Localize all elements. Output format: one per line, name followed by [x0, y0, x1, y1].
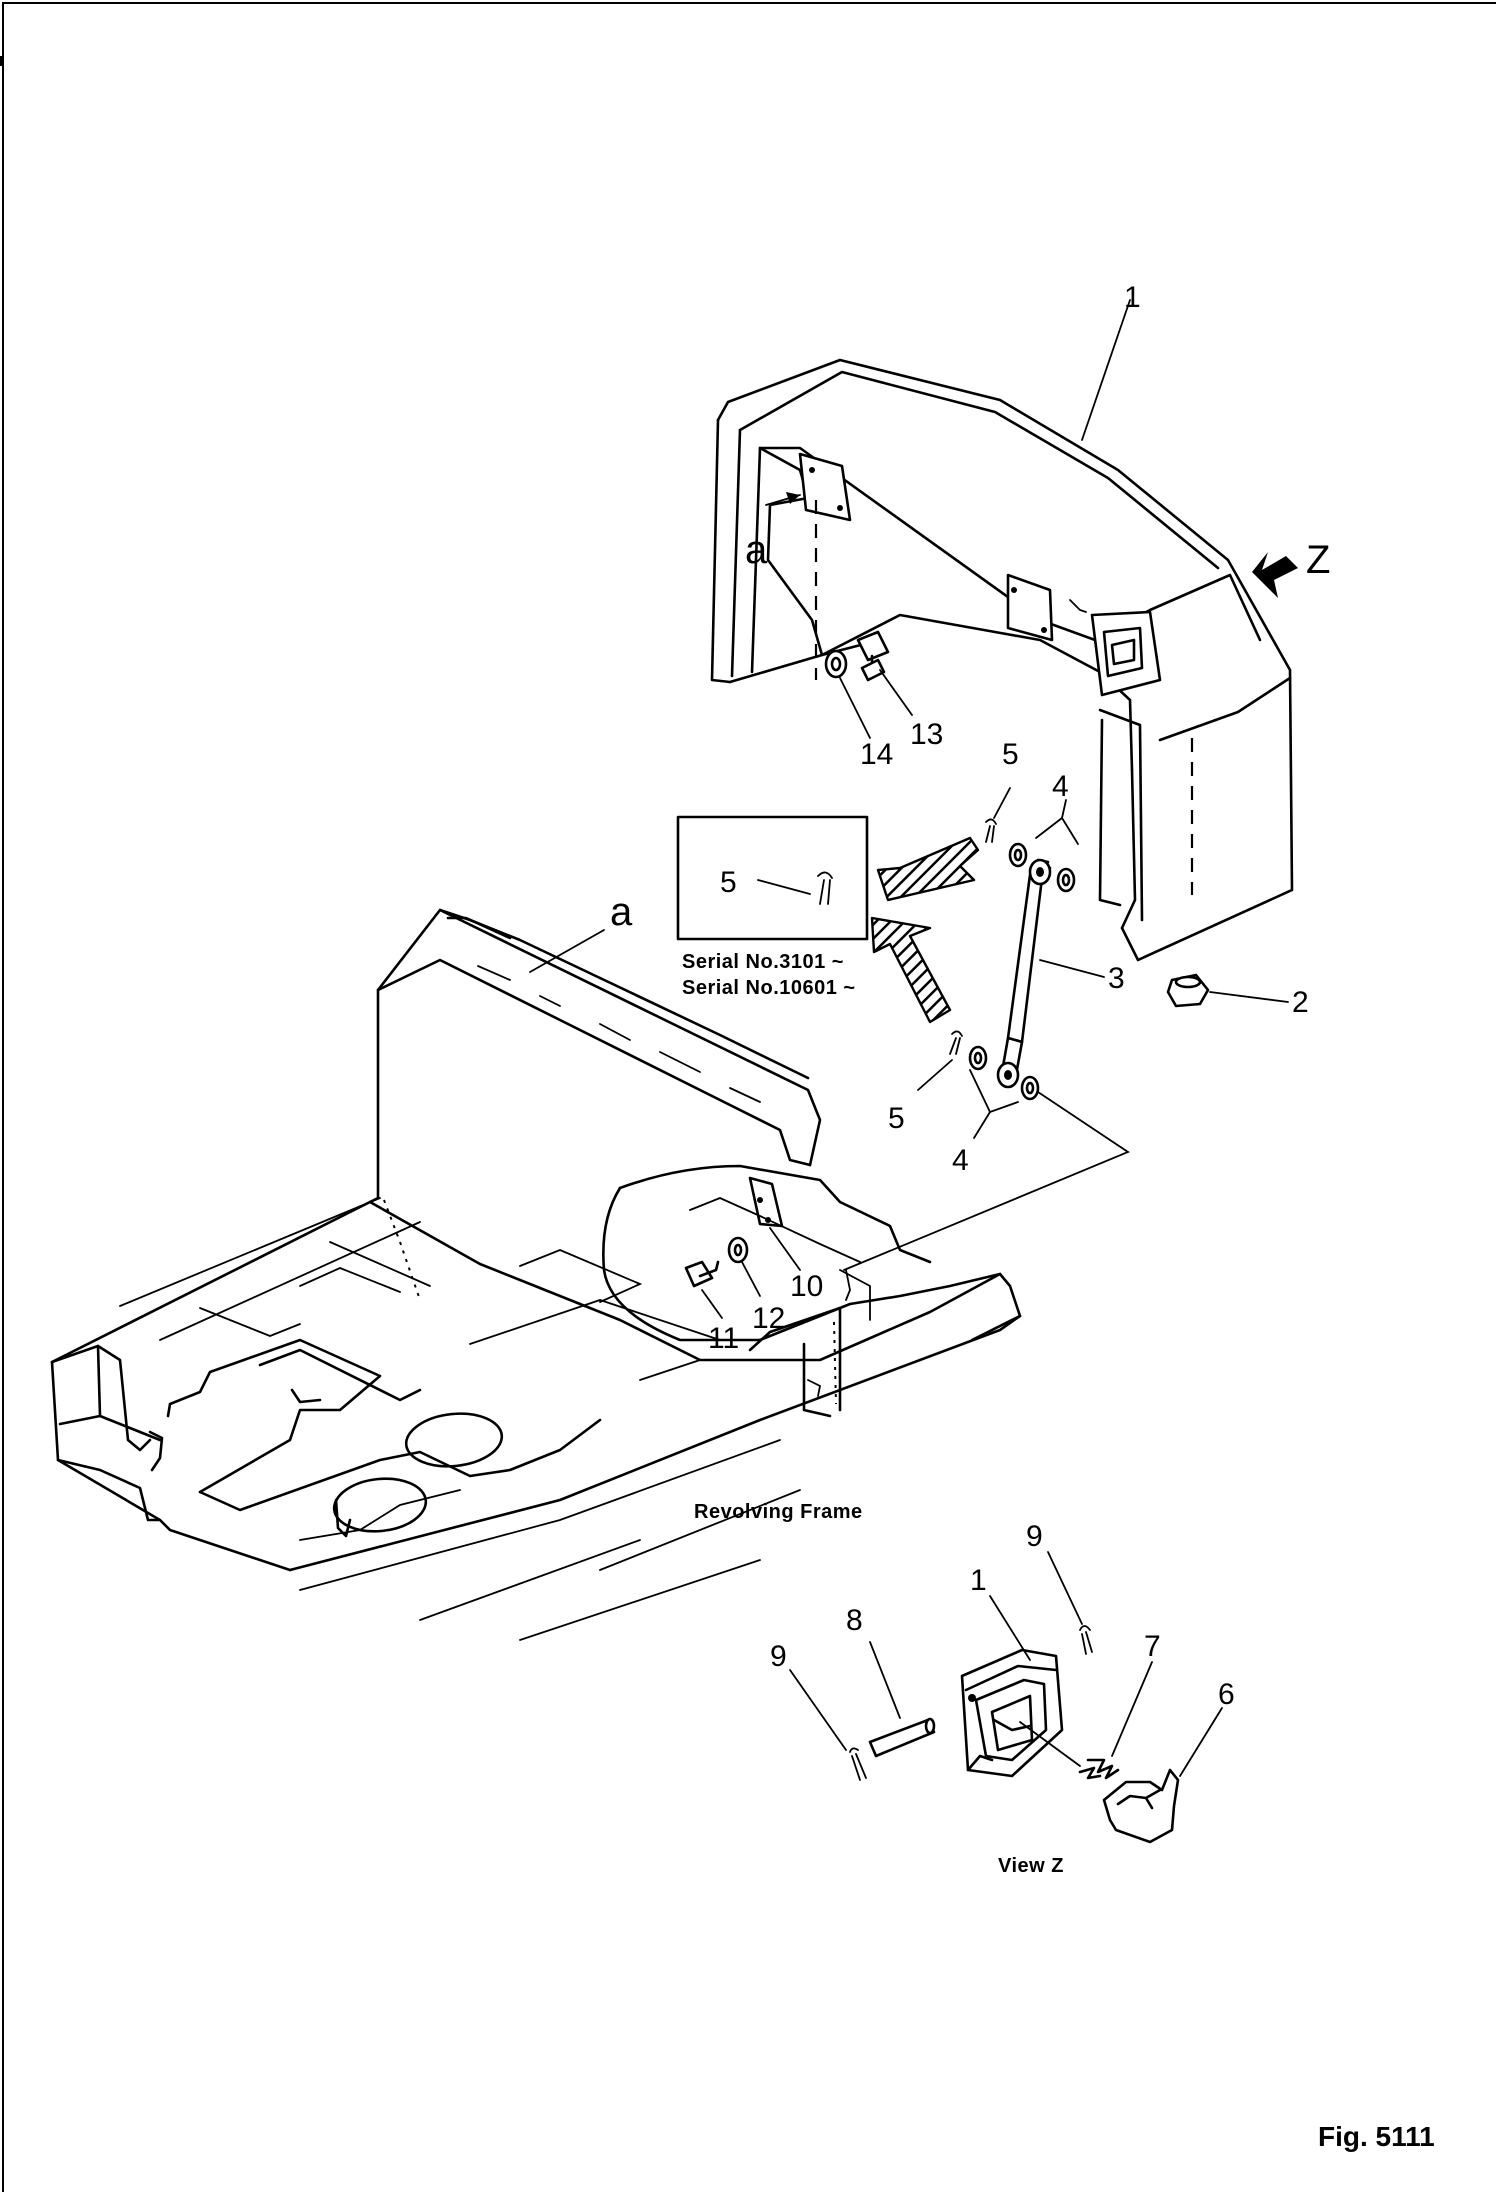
leader-10	[769, 1227, 801, 1271]
serial-box-callout-5: 5	[720, 866, 737, 899]
serial-detail-box	[676, 815, 869, 941]
callout-4-lower: 4	[952, 1144, 969, 1177]
leader-11	[701, 1289, 723, 1319]
gas-spring-3	[996, 858, 1052, 1089]
leader-9-left	[789, 1669, 847, 1751]
figure-number: Fig. 5111	[1318, 2121, 1435, 2152]
detail-letter-a-hood: a	[745, 528, 768, 572]
callout-9-right: 9	[1026, 1520, 1043, 1553]
leader-9-right	[1047, 1551, 1083, 1625]
callout-1: 1	[1124, 281, 1141, 314]
callout-14: 14	[860, 738, 893, 771]
callout-10: 10	[790, 1270, 823, 1303]
leader-7	[1111, 1661, 1153, 1757]
callout-12: 12	[752, 1302, 785, 1335]
leader-1	[1081, 299, 1131, 441]
pin-5-upper	[985, 818, 997, 843]
leader-4-lower-stem	[973, 1111, 991, 1139]
leader-14	[839, 677, 871, 739]
leader-4-upper	[1035, 816, 1079, 845]
callout-4-upper: 4	[1052, 770, 1069, 803]
revolving-frame	[50, 908, 1022, 1641]
callout-5-upper: 5	[1002, 738, 1019, 771]
leader-13	[879, 669, 913, 716]
leader-2	[1209, 991, 1289, 1003]
revolving-frame-label: Revolving Frame	[694, 1501, 863, 1523]
callout-5-lower: 5	[888, 1102, 905, 1135]
leader-5-upper	[993, 787, 1011, 819]
edge-mark	[0, 56, 4, 66]
bolt-11	[684, 1260, 720, 1288]
callout-13: 13	[910, 718, 943, 751]
cushion-2	[1166, 973, 1210, 1008]
hood-cover	[710, 358, 1294, 962]
view-z-arrow	[1252, 552, 1298, 598]
leader-a-frame	[529, 929, 605, 973]
leader-8	[869, 1641, 901, 1719]
leader-12	[741, 1261, 761, 1297]
callout-1-viewz: 1	[970, 1564, 987, 1597]
callout-7: 7	[1144, 1630, 1161, 1663]
view-z-detail	[849, 1625, 1180, 1844]
pin-5-lower	[949, 1030, 963, 1055]
hatched-arrow-lower	[870, 916, 952, 1024]
callout-2: 2	[1292, 986, 1309, 1019]
washer-12	[727, 1236, 749, 1264]
callout-6: 6	[1218, 1678, 1235, 1711]
detail-a-arrow-hood	[765, 492, 801, 506]
view-z-caption: View Z	[998, 1855, 1064, 1877]
detail-letter-a-frame: a	[610, 890, 633, 934]
leader-1-viewz	[989, 1595, 1031, 1661]
callout-9-left: 9	[770, 1640, 787, 1673]
bolt-13	[856, 630, 890, 682]
callout-11: 11	[708, 1322, 739, 1355]
leader-6	[1179, 1707, 1223, 1777]
leader-5-lower	[917, 1059, 953, 1091]
leader-4-upper-stem	[1061, 799, 1067, 819]
washers-4-lower	[968, 1045, 1040, 1101]
callout-3: 3	[1108, 962, 1125, 995]
serial-note-1: Serial No.3101 ~	[682, 951, 844, 973]
hatched-arrow-upper	[876, 836, 980, 902]
serial-note-2: Serial No.10601 ~	[682, 977, 856, 999]
callout-8: 8	[846, 1604, 863, 1637]
leader-3	[1039, 959, 1105, 978]
washers-4-upper	[1008, 842, 1076, 893]
leader-spring-to-frame	[843, 1091, 1130, 1271]
washer-14	[824, 649, 848, 679]
view-z-letter: Z	[1306, 538, 1330, 582]
